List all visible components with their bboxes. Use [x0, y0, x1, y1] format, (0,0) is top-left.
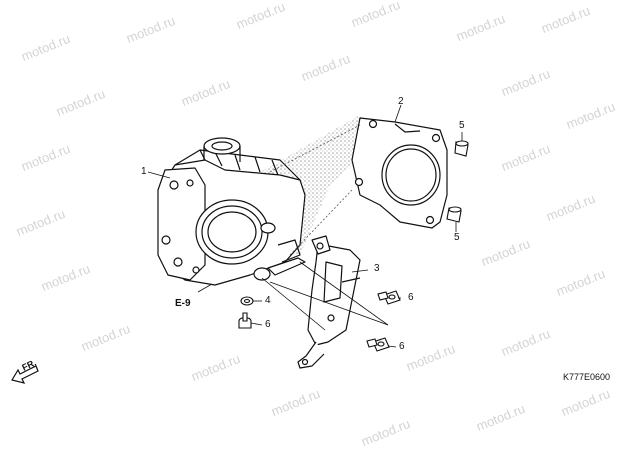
callout-part-6-left: 6 — [265, 319, 271, 330]
bolt-lower-right — [366, 337, 390, 352]
callout-part-3: 3 — [374, 263, 380, 274]
washer-part — [240, 296, 254, 306]
gasket-part — [351, 117, 448, 229]
diagram-code: K777E0600 — [563, 372, 611, 382]
bolt-left — [238, 312, 252, 329]
leader-lines — [147, 104, 463, 348]
callout-part-5-upper: 5 — [459, 120, 465, 131]
dowel-pin-lower — [446, 206, 462, 223]
callout-part-1: 1 — [141, 166, 147, 177]
front-arrow-icon — [11, 365, 39, 384]
bolt-upper-right — [377, 290, 401, 305]
bracket-part — [297, 235, 361, 369]
callout-part-2: 2 — [398, 96, 404, 107]
cylinder-part — [157, 137, 306, 286]
callout-part-5-lower: 5 — [454, 232, 460, 243]
callout-part-6-upper: 6 — [408, 292, 414, 303]
callout-part-6-lower: 6 — [399, 341, 405, 352]
dowel-pin-upper — [454, 140, 469, 157]
reference-label: E-9 — [175, 298, 191, 309]
callout-part-4: 4 — [265, 295, 271, 306]
